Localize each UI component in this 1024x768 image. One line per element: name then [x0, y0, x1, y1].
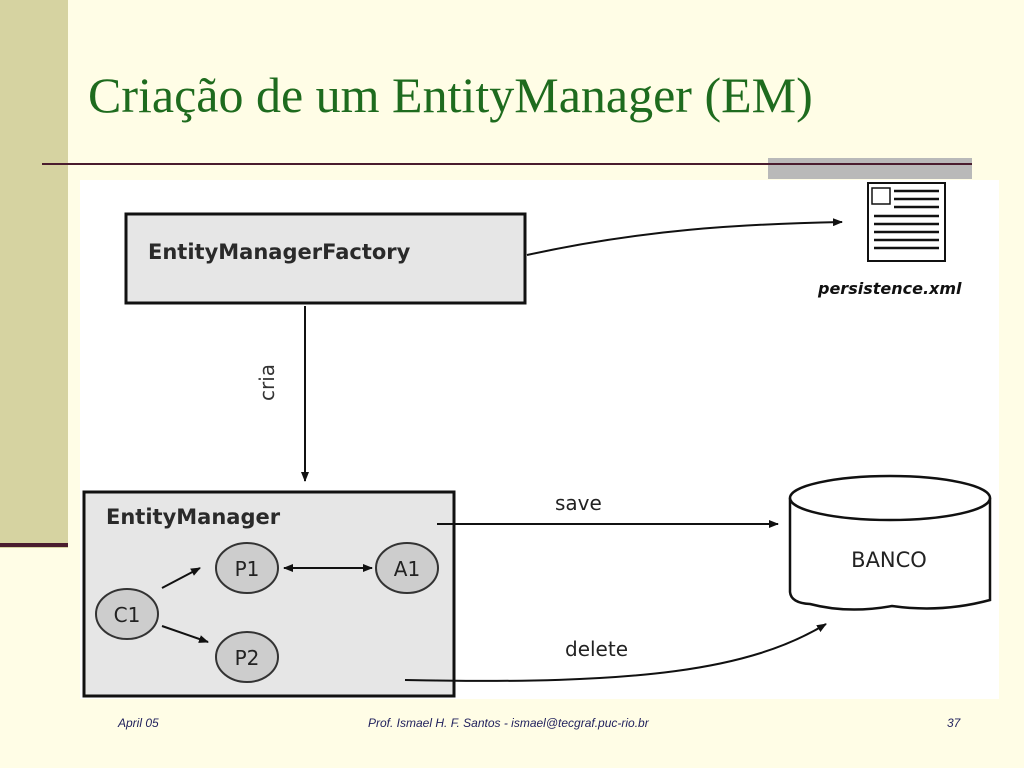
title-rule-accent	[768, 158, 972, 179]
node-p1-label: P1	[235, 557, 260, 581]
c1-to-p2-arrow	[161, 625, 209, 643]
footer-date: April 05	[118, 716, 159, 730]
entity-manager-factory-label: EntityManagerFactory	[148, 240, 411, 264]
persistence-xml-label: persistence.xml	[817, 279, 962, 298]
title-rule	[42, 163, 972, 165]
node-a1: A1	[375, 542, 439, 594]
delete-arrow	[404, 623, 827, 682]
database-label: BANCO	[851, 548, 927, 572]
factory-to-config-arrow	[526, 218, 843, 256]
slide-title: Criação de um EntityManager (EM)	[88, 67, 813, 123]
node-p2-label: P2	[235, 646, 260, 670]
c1-to-p1-arrow	[161, 567, 201, 589]
creates-label: cria	[255, 364, 279, 401]
document-icon	[867, 182, 946, 262]
left-band-rule	[0, 543, 68, 547]
entity-manager-label: EntityManager	[106, 505, 281, 529]
node-p2: P2	[215, 631, 279, 683]
node-a1-label: A1	[394, 557, 420, 581]
entity-manager-factory-box: EntityManagerFactory	[124, 212, 527, 305]
node-c1: C1	[95, 588, 159, 640]
database-icon	[788, 474, 992, 611]
node-p1: P1	[215, 542, 279, 594]
node-c1-label: C1	[114, 603, 141, 627]
entity-manager-diagram: EntityManagerFactory persistence.xml cri…	[80, 180, 999, 699]
save-label: save	[555, 491, 602, 515]
delete-label: delete	[565, 637, 628, 661]
left-decorative-band	[0, 0, 68, 548]
footer-page-number: 37	[947, 716, 961, 730]
footer-author: Prof. Ismael H. F. Santos - ismael@tecgr…	[368, 716, 649, 730]
